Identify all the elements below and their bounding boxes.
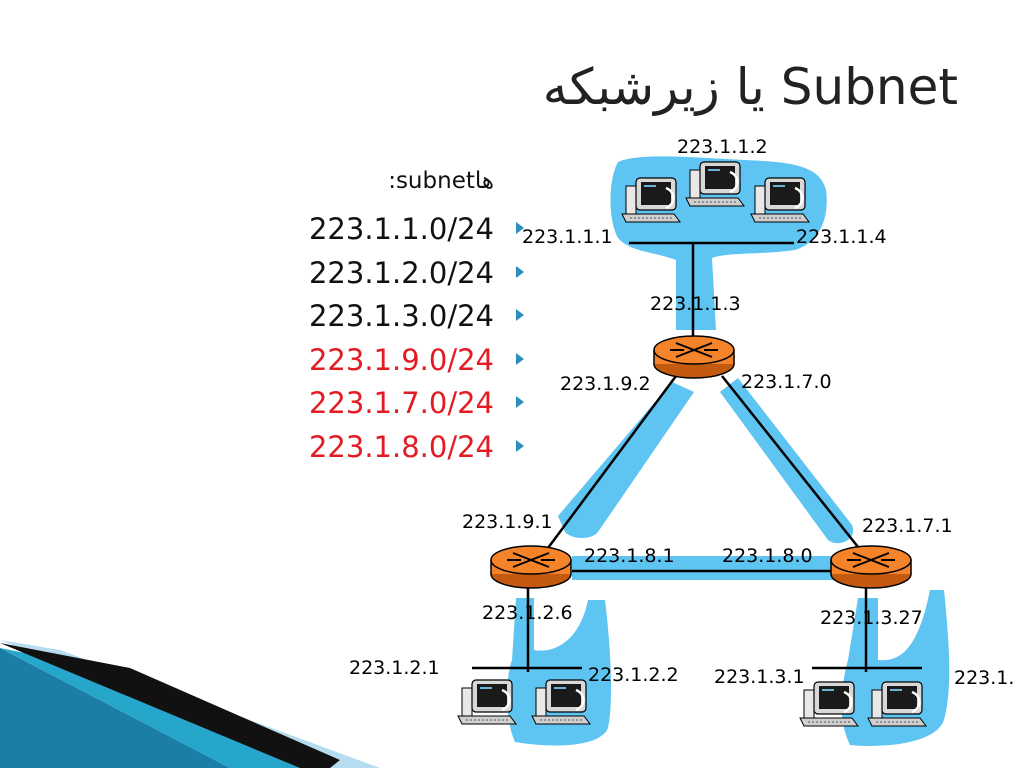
subnet-list-item: 223.1.1.0/24 xyxy=(308,208,524,252)
title-english: Subnet xyxy=(780,58,958,116)
label-bl-host-left: 223.1.2.1 xyxy=(349,657,440,679)
router-left xyxy=(490,545,572,589)
decorative-swoosh xyxy=(0,640,380,768)
subnet-address: 223.1.3.0/24 xyxy=(308,299,494,333)
host-bl-right xyxy=(531,679,591,725)
host-br-right xyxy=(867,681,927,727)
label-router-top-left: 223.1.9.2 xyxy=(560,373,651,395)
bullet-arrow-icon xyxy=(516,265,524,278)
label-br-host-right: 223.1. xyxy=(954,667,1014,689)
host-bl-left xyxy=(457,679,517,725)
subnet-list-item: 223.1.3.0/24 xyxy=(308,295,524,339)
bullet-arrow-icon xyxy=(516,222,524,234)
subnet-address: 223.1.9.0/24 xyxy=(308,342,494,377)
subnet-list-item: 223.1.8.0/24 xyxy=(308,426,524,470)
page-title: یا زیرشبکه Subnet xyxy=(543,58,958,116)
hosts xyxy=(457,161,927,727)
host-top-center xyxy=(685,161,745,207)
label-br-host-left: 223.1.3.1 xyxy=(714,666,805,688)
host-br-left xyxy=(799,681,859,727)
subnet-list-item: 223.1.2.0/24 xyxy=(308,252,524,296)
subnet-list: 223.1.1.0/24 223.1.2.0/24 223.1.3.0/24 223.… xyxy=(308,208,524,470)
link-top-left xyxy=(543,375,678,553)
subnet-address: 223.1.7.0/24 xyxy=(308,386,494,420)
subnet-address: 223.1.8.0/24 xyxy=(308,429,494,464)
router-right xyxy=(830,545,912,589)
label-top-host-center: 223.1.1.2 xyxy=(677,136,768,158)
network-links xyxy=(472,241,922,672)
bullet-arrow-icon xyxy=(516,396,524,408)
label-top-host-right: 223.1.1.4 xyxy=(796,226,887,248)
label-link-right: 223.1.8.0 xyxy=(722,545,813,567)
subnet-list-heading: :subnetها xyxy=(388,168,494,194)
label-top-host-left: 223.1.1.1 xyxy=(522,226,613,248)
label-router-right-bottom: 223.1.3.27 xyxy=(820,607,923,629)
bullet-arrow-icon xyxy=(516,439,524,452)
label-link-left: 223.1.8.1 xyxy=(584,545,675,567)
subnet-region-223-1-7 xyxy=(720,378,854,544)
host-top-left xyxy=(621,177,681,223)
label-router-right-top: 223.1.7.1 xyxy=(862,515,953,537)
subnet-list-item: 223.1.7.0/24 xyxy=(308,382,524,426)
host-top-right xyxy=(750,177,810,223)
subnet-region-223-1-9 xyxy=(558,382,694,538)
title-persian: یا زیرشبکه xyxy=(542,58,765,116)
subnet-region-223-1-8 xyxy=(572,556,834,580)
bullet-arrow-icon xyxy=(516,352,524,365)
label-router-left-top: 223.1.9.1 xyxy=(462,511,553,533)
bullet-arrow-icon xyxy=(516,309,524,321)
subnet-address: 223.1.2.0/24 xyxy=(308,255,494,290)
label-bl-host-right: 223.1.2.2 xyxy=(588,664,679,686)
label-router-top: 223.1.1.3 xyxy=(650,293,741,315)
subnet-address: 223.1.1.0/24 xyxy=(308,212,494,246)
link-top-right xyxy=(721,375,863,553)
router-top xyxy=(653,335,735,379)
ip-labels: 223.1.1.2 223.1.1.1 223.1.1.4 223.1.1.3 … xyxy=(349,136,1014,689)
label-router-top-right: 223.1.7.0 xyxy=(741,371,832,393)
label-router-left-bottom: 223.1.2.6 xyxy=(482,602,573,624)
subnet-list-item: 223.1.9.0/24 xyxy=(308,339,524,383)
